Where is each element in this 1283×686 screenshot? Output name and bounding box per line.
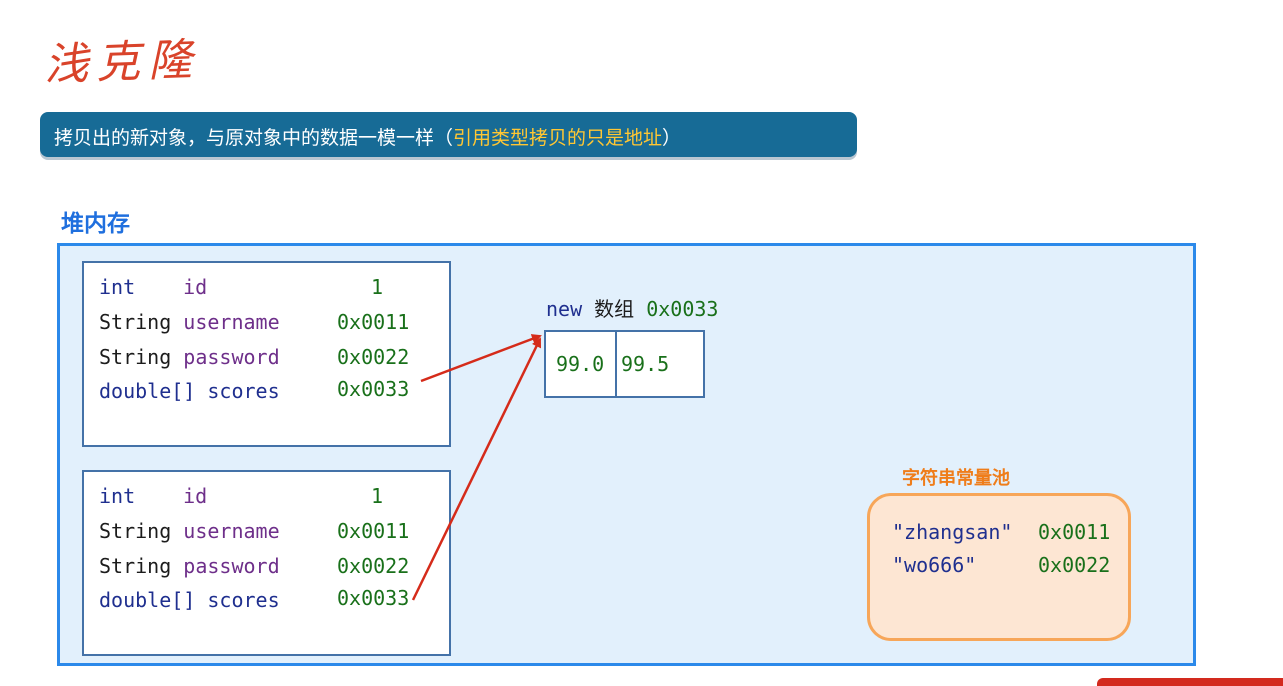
field-row-id: int id [99,275,207,305]
array-cell: 99.0 [556,352,605,376]
page-title: 浅克隆 [43,34,201,91]
field-value: 0x0022 [337,554,410,578]
pool-literal: "wo666" [892,553,977,577]
field-name: id [183,484,208,508]
corner-tag [1097,678,1283,686]
field-name: scores [207,379,280,403]
field-value: 0x0033 [337,586,410,610]
field-row-username: String username [99,310,280,340]
string-pool-label: 字符串常量池 [902,468,1010,489]
field-name: password [183,345,280,369]
array-box: 99.0 99.5 [544,330,705,398]
field-name: scores [207,588,280,612]
field-name: password [183,554,280,578]
original-object-box: int id 1 String username 0x0011 String pa… [82,261,451,447]
field-type: int [99,484,136,508]
field-value: 0x0033 [337,377,410,401]
pool-address: 0x0011 [1038,520,1111,544]
cloned-object-box: int id 1 String username 0x0011 String pa… [82,470,451,656]
field-name: id [183,275,208,299]
pool-address: 0x0022 [1038,553,1111,577]
string-pool-box: "zhangsan" 0x0011 "wo666" 0x0022 [867,493,1131,641]
field-row-username: String username [99,519,280,549]
array-divider [615,332,617,396]
field-row-scores: double[] scores [99,379,280,409]
field-type: String [99,554,172,578]
field-type: double[] [99,379,196,403]
field-row-password: String password [99,345,280,375]
array-keyword: new [546,297,583,321]
field-name: username [183,519,280,543]
field-value: 0x0011 [337,519,410,543]
array-label: new 数组 0x0033 [546,293,718,322]
field-name: username [183,310,280,334]
banner-highlight-text: 引用类型拷贝的只是地址 [453,127,663,149]
field-type: String [99,519,172,543]
array-title: 数组 [594,297,635,321]
banner-suffix-text: ） [662,127,682,149]
description-banner: 拷贝出的新对象，与原对象中的数据一模一样（引用类型拷贝的只是地址） [40,112,857,157]
field-row-password: String password [99,554,280,584]
pool-literal: "zhangsan" [892,520,1013,544]
field-value: 1 [371,484,384,508]
field-type: String [99,310,172,334]
field-type: String [99,345,172,369]
field-value: 0x0011 [337,310,410,334]
field-row-id: int id [99,484,207,514]
field-type: int [99,275,136,299]
banner-text: 拷贝出的新对象，与原对象中的数据一模一样（引用类型拷贝的只是地址） [54,123,681,150]
array-cell: 99.5 [621,352,670,376]
field-row-scores: double[] scores [99,588,280,618]
array-address: 0x0033 [646,297,719,321]
field-value: 1 [371,275,384,299]
heap-memory-label: 堆内存 [61,211,130,237]
field-value: 0x0022 [337,345,410,369]
banner-main-text: 拷贝出的新对象，与原对象中的数据一模一样（ [54,127,454,149]
field-type: double[] [99,588,196,612]
